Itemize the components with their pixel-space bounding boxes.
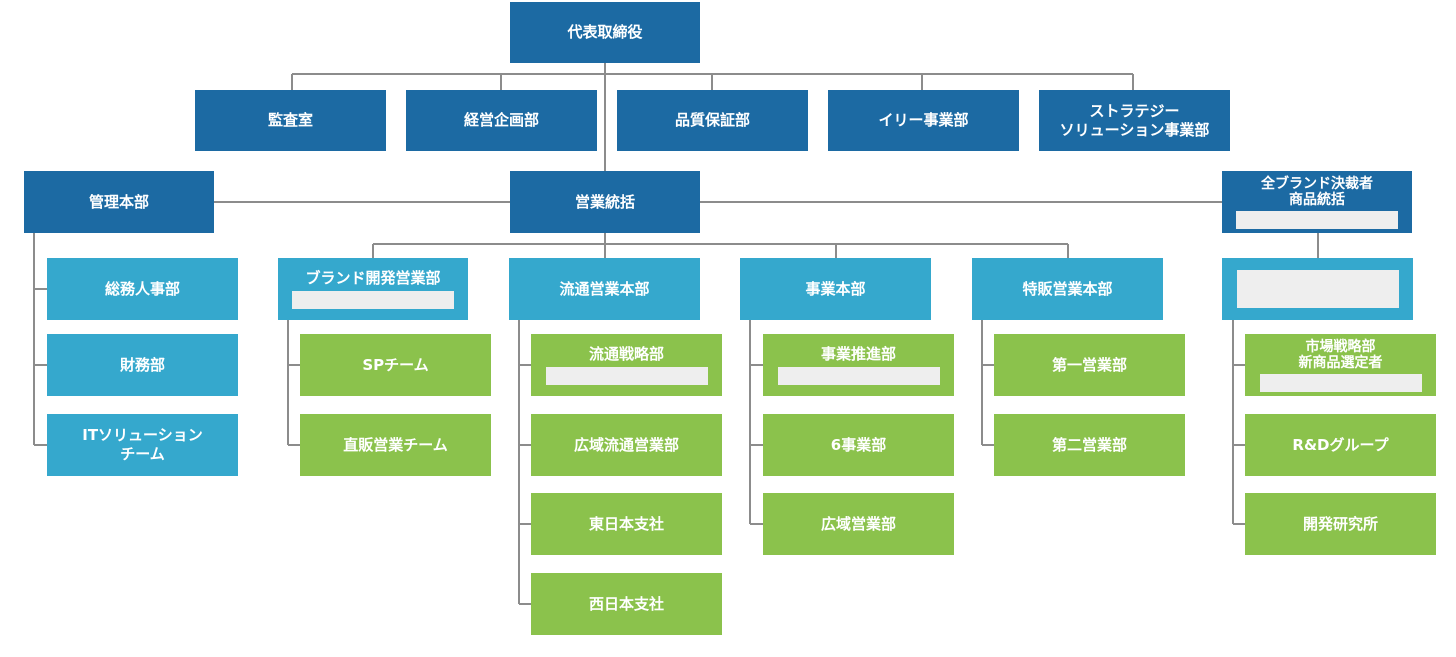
dept-label: 6事業部 xyxy=(830,435,887,454)
staff-quality-box: 品質保証部 xyxy=(617,90,808,151)
admin-child-box: ITソリューション チーム xyxy=(47,414,238,476)
admin-child-box: 財務部 xyxy=(47,334,238,396)
ceo-box: 代表取締役 xyxy=(510,2,700,63)
dept-label: 広域流通営業部 xyxy=(573,435,679,454)
dept-label: 流通戦略部 xyxy=(588,345,664,363)
dept-box: 第二営業部 xyxy=(994,414,1185,476)
division-label: 流通営業本部 xyxy=(559,279,650,298)
rd-dept-label: R&Dグループ xyxy=(1292,435,1389,454)
admin-child-label: 総務人事部 xyxy=(104,279,180,298)
staff-label: 監査室 xyxy=(267,111,313,129)
redacted-field xyxy=(1236,210,1398,229)
dept-label: 西日本支社 xyxy=(588,594,664,613)
dept-label: 第二営業部 xyxy=(1051,435,1127,454)
division-distribution-box: 流通営業本部 xyxy=(509,258,700,320)
redacted-field xyxy=(777,367,940,385)
dept-box: 第一営業部 xyxy=(994,334,1185,396)
rd-dept-label: 市場戦略部 新商品選定者 xyxy=(1298,338,1383,371)
rd-dept-box: 開発研究所 xyxy=(1245,493,1436,555)
division-special-sales-box: 特販営業本部 xyxy=(972,258,1163,320)
staff-planning-box: 経営企画部 xyxy=(406,90,597,151)
team-box: 直販営業チーム xyxy=(300,414,491,476)
dept-box: 東日本支社 xyxy=(531,493,722,555)
team-label: 直販営業チーム xyxy=(343,435,448,454)
rd-dept-label: 開発研究所 xyxy=(1302,514,1378,533)
redacted-field xyxy=(545,367,708,385)
brand-head-label: 全ブランド決裁者 商品統括 xyxy=(1261,175,1373,208)
dept-box: 6事業部 xyxy=(763,414,954,476)
division-label: 特販営業本部 xyxy=(1022,279,1113,298)
team-label: SPチーム xyxy=(362,355,429,374)
staff-audit-box: 監査室 xyxy=(195,90,386,151)
sales-box: 営業統括 xyxy=(510,171,700,233)
dept-box: 事業推進部 xyxy=(763,334,954,396)
dept-label: 東日本支社 xyxy=(588,514,664,533)
division-business-box: 事業本部 xyxy=(740,258,931,320)
staff-strategy-box: ストラテジー ソリューション事業部 xyxy=(1039,90,1230,151)
team-box: SPチーム xyxy=(300,334,491,396)
dept-box: 流通戦略部 xyxy=(531,334,722,396)
division-label: 事業本部 xyxy=(805,279,866,298)
admin-label: 管理本部 xyxy=(88,192,149,211)
redacted-field xyxy=(1236,270,1399,308)
dept-box: 広域営業部 xyxy=(763,493,954,555)
dept-box: 広域流通営業部 xyxy=(531,414,722,476)
dept-label: 広域営業部 xyxy=(820,514,896,533)
dept-label: 事業推進部 xyxy=(820,345,896,363)
dept-label: 第一営業部 xyxy=(1051,355,1127,374)
admin-box: 管理本部 xyxy=(24,171,214,233)
staff-label: ストラテジー ソリューション事業部 xyxy=(1059,101,1210,139)
staff-label: 品質保証部 xyxy=(674,111,750,129)
division-label: ブランド開発営業部 xyxy=(305,269,441,287)
staff-illy-box: イリー事業部 xyxy=(828,90,1019,151)
staff-label: 経営企画部 xyxy=(463,111,539,129)
division-brand-dev-box: ブランド開発営業部 xyxy=(278,258,468,320)
redacted-field xyxy=(1259,373,1422,392)
redacted-field xyxy=(292,291,454,309)
rd-dept-box: 市場戦略部 新商品選定者 xyxy=(1245,334,1436,396)
brand-sub-box xyxy=(1222,258,1413,320)
admin-child-box: 総務人事部 xyxy=(47,258,238,320)
brand-head-box: 全ブランド決裁者 商品統括 xyxy=(1222,171,1412,233)
admin-child-label: 財務部 xyxy=(119,355,165,374)
dept-box: 西日本支社 xyxy=(531,573,722,635)
admin-child-label: ITソリューション チーム xyxy=(82,426,203,463)
staff-label: イリー事業部 xyxy=(878,111,969,129)
ceo-label: 代表取締役 xyxy=(567,23,643,41)
sales-label: 営業統括 xyxy=(574,192,635,211)
rd-dept-box: R&Dグループ xyxy=(1245,414,1436,476)
